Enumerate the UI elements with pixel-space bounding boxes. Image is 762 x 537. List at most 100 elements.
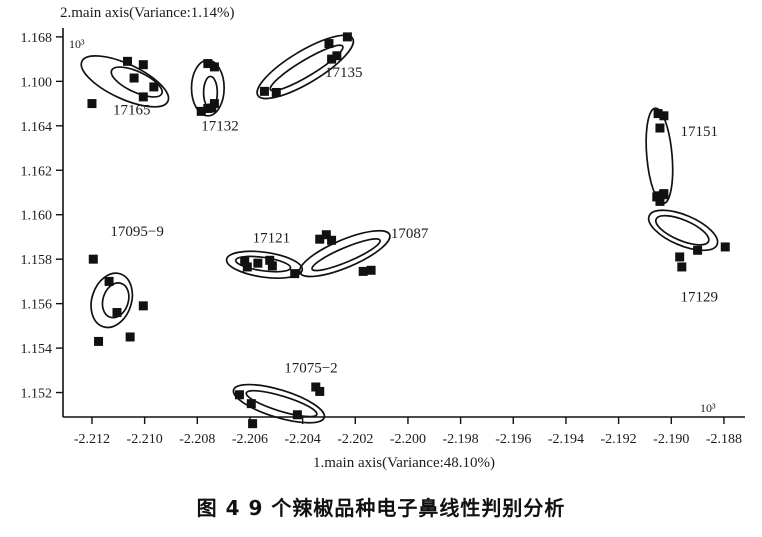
cluster-17132: 17132 bbox=[190, 59, 239, 134]
data-point bbox=[248, 419, 258, 429]
axes bbox=[62, 28, 745, 418]
data-point bbox=[138, 92, 148, 102]
confidence-ellipse-inner bbox=[234, 255, 292, 273]
x-tick-label: -2.198 bbox=[443, 432, 479, 447]
data-point bbox=[659, 111, 669, 121]
data-point bbox=[242, 262, 252, 272]
x-tick-label: -2.202 bbox=[337, 432, 373, 447]
x-tick-label: -2.192 bbox=[601, 432, 637, 447]
x-tick-label: -2.204 bbox=[285, 432, 321, 447]
lda-scatter-plot: 1.168 1.100 1.164 1.162 1.160 1.158 1.156 1.154… bbox=[21, 5, 745, 471]
cluster-label: 17087 bbox=[391, 226, 429, 242]
data-point bbox=[675, 252, 685, 262]
data-point bbox=[332, 51, 342, 61]
data-point bbox=[267, 261, 277, 271]
data-point bbox=[292, 410, 302, 420]
y-tick-label: 1.156 bbox=[21, 298, 53, 313]
data-point bbox=[149, 82, 159, 92]
cluster-17095-9: 17095−9 bbox=[88, 224, 164, 346]
confidence-ellipse-inner bbox=[110, 66, 164, 98]
data-point bbox=[653, 109, 663, 119]
data-point bbox=[358, 266, 368, 276]
confidence-ellipse-inner bbox=[311, 238, 381, 272]
cluster-17165: 17165 bbox=[80, 55, 170, 119]
data-point bbox=[324, 39, 334, 49]
data-point bbox=[659, 189, 669, 199]
y-tick-label: 1.100 bbox=[21, 75, 53, 90]
y-tick-label: 1.168 bbox=[21, 31, 53, 46]
cluster-17135: 17135 bbox=[256, 32, 363, 100]
x-tick-label: -2.206 bbox=[232, 432, 268, 447]
confidence-ellipse-outer bbox=[647, 209, 719, 252]
cluster-label: 17095−9 bbox=[110, 224, 163, 240]
data-point bbox=[720, 242, 730, 252]
data-point bbox=[104, 276, 114, 286]
x-tick-label: -2.200 bbox=[390, 432, 426, 447]
cluster-label: 17075−2 bbox=[284, 361, 337, 377]
cluster-17151: 17151 bbox=[645, 107, 718, 206]
data-point bbox=[327, 235, 337, 245]
data-point bbox=[125, 332, 135, 342]
confidence-ellipse-inner bbox=[101, 282, 130, 319]
data-point bbox=[315, 234, 325, 244]
x-axis-title: 1.main axis(Variance:48.10%) bbox=[313, 455, 495, 471]
data-point bbox=[321, 230, 331, 240]
cluster-17075-2: 17075−2 bbox=[232, 361, 338, 429]
data-point bbox=[265, 255, 275, 265]
y-axis-ticks: 1.168 1.100 1.164 1.162 1.160 1.158 1.156 1.154… bbox=[21, 31, 63, 402]
data-point bbox=[655, 196, 665, 206]
confidence-ellipse-outer bbox=[80, 55, 170, 108]
confidence-ellipse-inner bbox=[269, 44, 344, 92]
x-tick-label: -2.188 bbox=[706, 432, 742, 447]
confidence-ellipse-outer bbox=[90, 272, 134, 329]
y-tick-label: 1.158 bbox=[21, 253, 53, 268]
data-point bbox=[94, 336, 104, 346]
confidence-ellipse-outer bbox=[232, 383, 326, 424]
cluster-17121: 17121 bbox=[225, 231, 304, 280]
confidence-ellipse-outer bbox=[225, 250, 304, 280]
data-point bbox=[677, 262, 687, 272]
data-point bbox=[693, 245, 703, 255]
data-point bbox=[271, 87, 281, 97]
data-point bbox=[234, 390, 244, 400]
data-point bbox=[240, 256, 250, 266]
x-tick-label: -2.194 bbox=[548, 432, 584, 447]
data-point bbox=[203, 59, 213, 69]
cluster-label: 17132 bbox=[201, 118, 239, 134]
data-point bbox=[253, 258, 263, 268]
confidence-ellipse-inner bbox=[654, 214, 710, 246]
x-tick-label: -2.208 bbox=[179, 432, 215, 447]
data-point bbox=[207, 103, 217, 113]
cluster-label: 17135 bbox=[325, 65, 363, 81]
confidence-ellipse-outer bbox=[256, 34, 355, 100]
figure-caption: 图 4 9 个辣椒品种电子鼻线性判别分析 bbox=[196, 496, 566, 520]
data-point bbox=[112, 308, 122, 318]
figure-caption-wrap: 图 4 9 个辣椒品种电子鼻线性判别分析 bbox=[0, 492, 762, 521]
cluster-label: 17151 bbox=[680, 124, 718, 140]
data-point bbox=[246, 399, 256, 409]
x-axis-ticks: -2.212 -2.210 -2.208 -2.206 -2.204 -2.202 -2.2… bbox=[74, 417, 742, 447]
data-point bbox=[209, 62, 219, 72]
data-point bbox=[315, 386, 325, 396]
y-tick-label: 1.154 bbox=[21, 342, 53, 357]
x-tick-label: -2.210 bbox=[127, 432, 163, 447]
x-axis-exponent-label: 10³ bbox=[700, 401, 716, 415]
y-tick-label: 1.164 bbox=[21, 120, 53, 135]
data-point bbox=[196, 106, 206, 116]
data-point bbox=[290, 269, 300, 279]
confidence-ellipse-inner bbox=[245, 389, 318, 418]
y-tick-label: 1.162 bbox=[21, 164, 53, 179]
data-point bbox=[366, 265, 376, 275]
data-point bbox=[342, 32, 352, 42]
y-axis-exponent-label: 10³ bbox=[69, 37, 85, 51]
data-point bbox=[129, 73, 139, 83]
y-axis-title: 2.main axis(Variance:1.14%) bbox=[60, 5, 235, 21]
x-tick-label: -2.212 bbox=[74, 432, 110, 447]
cluster-group-layer: 17165 17132 17135 17095−9 17121 17087 17075−2 1… bbox=[80, 32, 730, 429]
x-tick-label: -2.196 bbox=[495, 432, 531, 447]
cluster-label: 17121 bbox=[253, 231, 291, 247]
y-tick-label: 1.160 bbox=[21, 209, 53, 224]
cluster-17129: 17129 bbox=[647, 189, 730, 305]
data-point bbox=[655, 123, 665, 133]
